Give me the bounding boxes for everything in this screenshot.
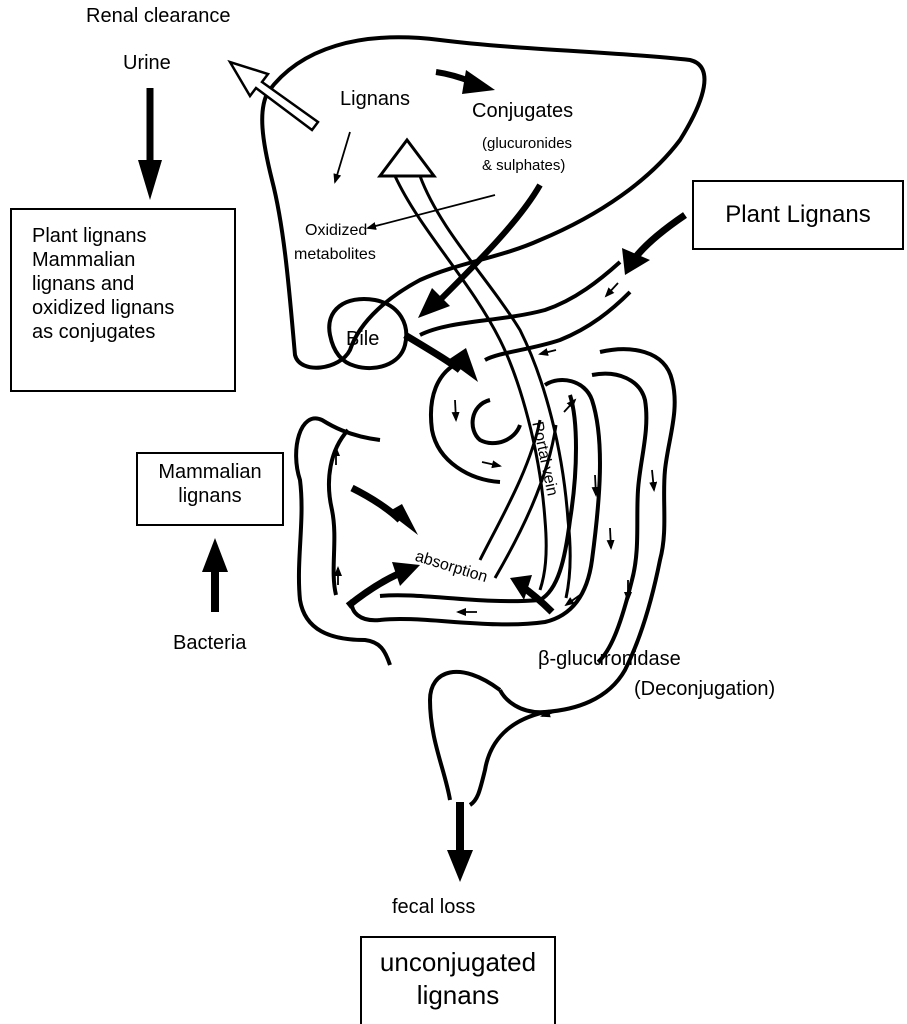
rectum-outline xyxy=(430,672,545,805)
mammalian-box-line-2: lignans xyxy=(138,484,282,508)
conjugates-label: Conjugates xyxy=(472,100,573,123)
urine-box-line-1: Plant lignans xyxy=(32,224,224,248)
plant-lignans-text: Plant Lignans xyxy=(725,201,870,229)
urine-box-line-4: oxidized lignans xyxy=(32,296,224,320)
mammalian-lignans-box: Mammalian lignans xyxy=(136,452,284,526)
urine-box-line-3: lignans and xyxy=(32,272,224,296)
unconjugated-lignans-box: unconjugated lignans xyxy=(360,936,556,1024)
renal-clearance-arrow xyxy=(230,62,318,130)
sulphates-label: & sulphates) xyxy=(482,157,565,174)
portal-vein-arrowhead xyxy=(380,140,434,176)
deconjugation-label: (Deconjugation) xyxy=(634,678,775,701)
oxidized-label: Oxidized xyxy=(305,222,367,240)
plant-lignans-box: Plant Lignans xyxy=(692,180,904,250)
glucuronides-label: (glucuronides xyxy=(482,135,572,152)
bile-label: Bile xyxy=(346,328,379,351)
urine-label: Urine xyxy=(123,52,171,75)
esophagus-outline xyxy=(420,262,630,360)
unconjugated-box-line-1: unconjugated xyxy=(362,946,554,979)
beta-glucuronidase-label: β-glucuronidase xyxy=(538,648,681,671)
mammalian-box-line-1: Mammalian xyxy=(138,460,282,484)
urine-box-line-2: Mammalian xyxy=(32,248,224,272)
unconjugated-box-line-2: lignans xyxy=(362,979,554,1012)
renal-clearance-label: Renal clearance xyxy=(86,5,231,28)
bacteria-label: Bacteria xyxy=(173,632,246,655)
thin-arrows xyxy=(335,132,654,716)
lignans-label: Lignans xyxy=(340,88,410,111)
urine-box-line-5: as conjugates xyxy=(32,320,224,344)
fecal-loss-label: fecal loss xyxy=(392,896,475,919)
urine-contents-box: Plant lignans Mammalian lignans and oxid… xyxy=(10,208,236,392)
metabolites-label: metabolites xyxy=(294,246,376,264)
small-intestine-outline xyxy=(352,380,600,624)
